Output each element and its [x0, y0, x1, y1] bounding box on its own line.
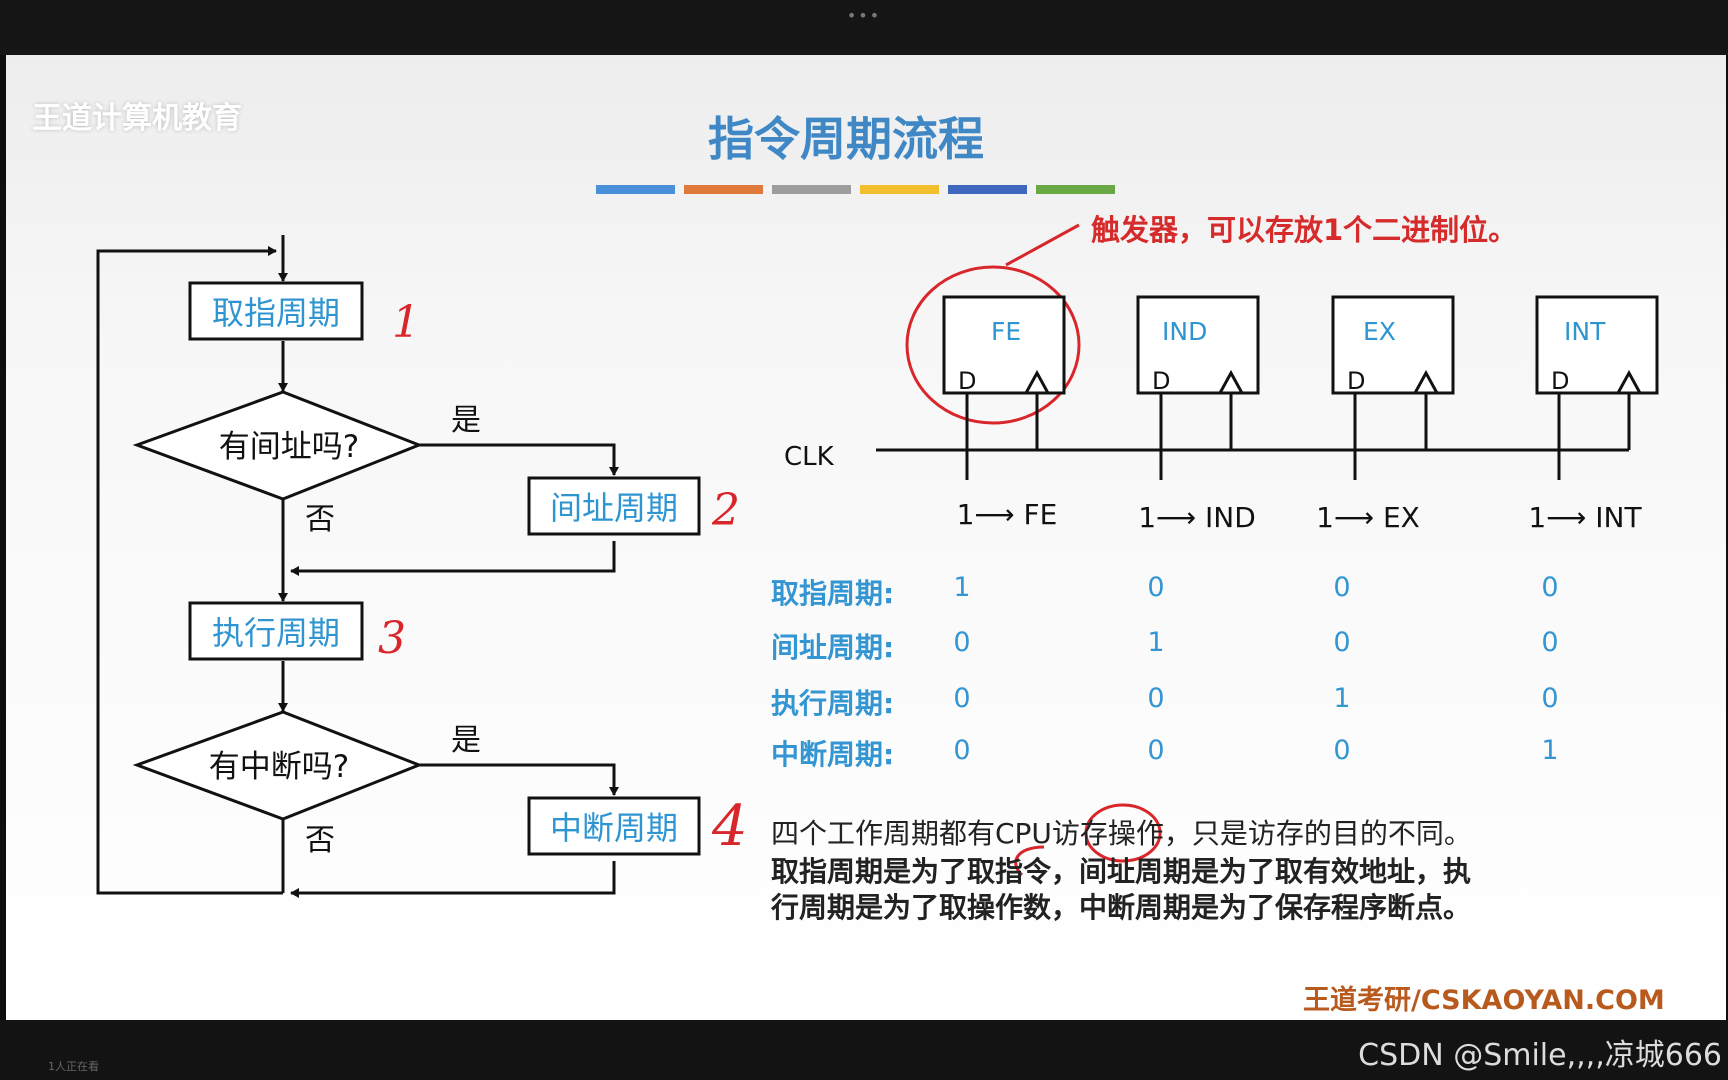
color-bar-segment	[860, 185, 939, 194]
flow-text-execute: 执行周期	[212, 614, 340, 652]
slide: 王道计算机教育 指令周期流程	[6, 55, 1726, 1020]
flipflop-name: INT	[1564, 317, 1606, 346]
color-bar-segment	[684, 185, 763, 194]
flipflop-d: D	[958, 367, 976, 395]
annotation-pointer	[1005, 223, 1080, 267]
paragraph-line-1: 四个工作周期都有CPU访存操作，只是访存的目的不同。	[771, 817, 1472, 850]
flow-decision-indirect: 有间址吗?	[132, 390, 424, 501]
annotation-mark	[1014, 845, 1045, 877]
flipflop-output: 1⟶ FE	[957, 498, 1058, 531]
flipflop-ex: EX D 1⟶ EX	[1316, 295, 1455, 534]
flow-box-execute: 执行周期	[188, 601, 364, 661]
annotation-circle-access	[1084, 803, 1162, 863]
slide-title: 指令周期流程	[708, 112, 984, 166]
handwritten-number: 3	[378, 613, 406, 664]
flow-text-fetch: 取指周期	[212, 294, 340, 332]
table-cell: 0	[1333, 627, 1351, 658]
flow-yes-1: 是	[451, 403, 481, 438]
table-cell: 0	[1333, 572, 1351, 603]
flow-text-q-indirect: 有间址吗?	[219, 429, 359, 465]
table-cell: 1	[1147, 627, 1165, 658]
viewer-count: 1人正在看	[48, 1060, 99, 1073]
flow-yes-2: 是	[451, 723, 481, 758]
table-cell: 0	[1541, 683, 1559, 714]
top-bar: •••	[0, 0, 1728, 55]
color-bar-segment	[948, 185, 1027, 194]
flipflop-name: FE	[991, 317, 1021, 346]
flow-text-q-interrupt: 有中断吗?	[209, 749, 349, 785]
table-row-label: 执行周期:	[771, 687, 895, 720]
table-row-label: 间址周期:	[771, 631, 895, 664]
clk-label: CLK	[784, 442, 835, 472]
color-bar	[596, 185, 1115, 195]
table-cell: 0	[1333, 735, 1351, 766]
flowchart-and-circuit: 取指周期 有间址吗? 是 否 间址周期 执行周期 有中断吗? 是 否 中断周期 …	[96, 223, 1659, 898]
annotation-circle	[905, 265, 1081, 425]
table-cell: 1	[1541, 735, 1559, 766]
flipflop-int: INT D 1⟶ INT	[1528, 295, 1659, 534]
table-cell: 1	[1333, 683, 1351, 714]
table-row-label: 中断周期:	[771, 738, 895, 771]
flipflop-name: EX	[1363, 317, 1396, 346]
color-bar-segment	[772, 185, 851, 194]
csdn-watermark: CSDN @Smile,,,,凉城666	[1358, 1038, 1722, 1073]
flow-no-1: 否	[305, 502, 335, 537]
table-cell: 0	[953, 627, 971, 658]
table-cell: 0	[1147, 683, 1165, 714]
table-row-label: 取指周期:	[771, 577, 895, 610]
table-cell: 0	[1541, 572, 1559, 603]
flipflop-d: D	[1551, 367, 1569, 395]
flipflop-annotation: 触发器，可以存放1个二进制位。	[1091, 213, 1518, 247]
flow-no-2: 否	[305, 823, 335, 858]
window-menu-dots[interactable]: •••	[846, 6, 882, 25]
flipflop-output: 1⟶ EX	[1316, 501, 1420, 534]
flow-box-fetch: 取指周期	[188, 281, 364, 341]
flipflop-output: 1⟶ INT	[1528, 501, 1642, 534]
table-cell: 1	[953, 572, 971, 603]
flipflop-d: D	[1347, 367, 1365, 395]
handwritten-number: 4	[711, 794, 748, 859]
paragraph-line-3: 行周期是为了取操作数，中断周期是为了保存程序断点。	[771, 891, 1472, 924]
footer-brand: 王道考研/CSKAOYAN.COM	[1303, 985, 1665, 1016]
paragraph-line-2: 取指周期是为了取指令，间址周期是为了取有效地址，执	[771, 855, 1472, 888]
watermark: 王道计算机教育	[32, 101, 242, 136]
flow-text-interrupt: 中断周期	[550, 809, 678, 847]
table-cell: 0	[953, 683, 971, 714]
flipflop-name: IND	[1162, 317, 1207, 346]
flow-box-interrupt: 中断周期	[527, 796, 701, 856]
table-cell: 0	[1541, 627, 1559, 658]
flowchart-connectors	[96, 235, 619, 898]
flipflop-d: D	[1152, 367, 1170, 395]
table-cell: 0	[1147, 572, 1165, 603]
flipflop-ind: IND D 1⟶ IND	[1136, 295, 1260, 534]
bottom-bar	[0, 1020, 1728, 1080]
flow-box-indirect: 间址周期	[527, 476, 701, 536]
handwritten-number: 2	[711, 485, 740, 536]
flow-decision-interrupt: 有中断吗?	[132, 710, 424, 821]
color-bar-segment	[1036, 185, 1115, 194]
flow-text-indirect: 间址周期	[550, 489, 678, 527]
table-cell: 0	[953, 735, 971, 766]
flipflop-output: 1⟶ IND	[1138, 501, 1256, 534]
table-cell: 0	[1147, 735, 1165, 766]
handwritten-number: 1	[392, 297, 420, 348]
color-bar-segment	[596, 185, 675, 194]
flipflop-fe: FE D 1⟶ FE	[942, 295, 1066, 531]
